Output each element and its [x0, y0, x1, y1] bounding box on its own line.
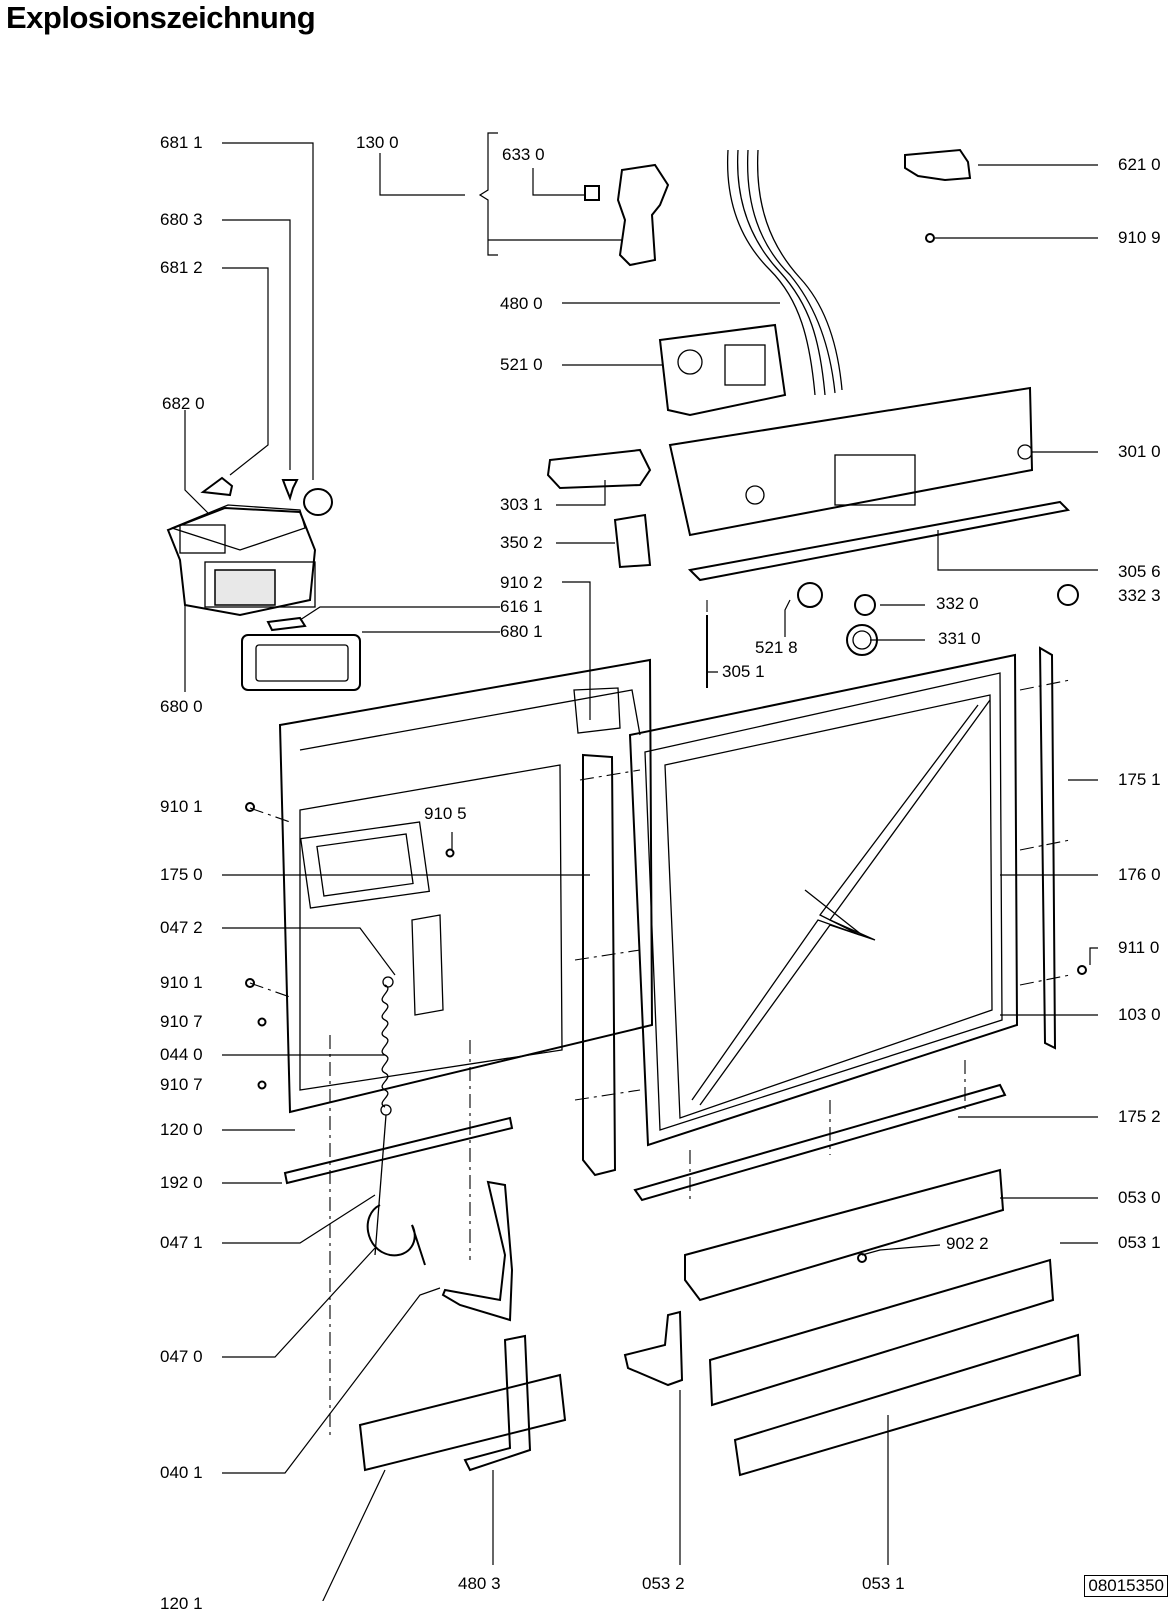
profile-053-1-upper — [708, 1258, 1055, 1407]
dispenser-assembly — [166, 504, 317, 617]
label-911-0: 911 0 — [1118, 938, 1160, 957]
label-633-0: 633 0 — [502, 145, 545, 164]
label-305-6: 305 6 — [1118, 562, 1161, 581]
screws — [245, 802, 1087, 1263]
label-053-0: 053 0 — [1118, 1188, 1161, 1207]
label-331-0: 331 0 — [938, 629, 981, 648]
screw-910-1-upper — [245, 802, 255, 812]
label-175-1: 175 1 — [1118, 770, 1161, 789]
knob-332-0 — [854, 594, 876, 616]
label-521-0: 521 0 — [500, 355, 543, 374]
label-053-1-right: 053 1 — [1118, 1233, 1161, 1252]
label-480-3: 480 3 — [458, 1574, 501, 1593]
drawing-number: 08015350 — [1084, 1575, 1168, 1597]
label-040-1: 040 1 — [160, 1463, 203, 1482]
cap-681-1 — [303, 488, 333, 516]
label-103-0: 103 0 — [1118, 1005, 1161, 1024]
label-682-0: 682 0 — [162, 394, 205, 413]
screw-911-0 — [1077, 965, 1087, 975]
label-175-0: 175 0 — [160, 865, 203, 884]
profile-053-1-lower — [733, 1333, 1082, 1477]
plinth-120-1 — [358, 1373, 567, 1472]
strip-305-6 — [687, 500, 1071, 582]
label-192-0: 192 0 — [160, 1173, 203, 1192]
label-480-0: 480 0 — [500, 294, 543, 313]
knob-521-8 — [797, 582, 823, 608]
screw-910-7-lower — [257, 1080, 267, 1090]
screw-910-1-lower — [245, 978, 255, 988]
label-047-1: 047 1 — [160, 1233, 203, 1252]
label-130-0: 130 0 — [356, 133, 399, 152]
label-681-1: 681 1 — [160, 133, 203, 152]
outer-door — [628, 653, 1019, 1147]
label-053-1-bottom: 053 1 — [862, 1574, 905, 1593]
handle-303-1 — [546, 448, 652, 490]
spring-044-0 — [374, 976, 394, 1256]
label-301-0: 301 0 — [1118, 442, 1161, 461]
leader-lines — [184, 132, 1098, 1601]
page-title: Explosionszeichnung — [6, 0, 316, 35]
bracket-910-2 — [573, 687, 621, 734]
label-521-8: 521 8 — [755, 638, 798, 657]
label-910-1-lower: 910 1 — [160, 973, 203, 992]
assembly-lines — [249, 600, 1071, 1435]
side-strip-175-0 — [582, 753, 617, 1177]
label-910-7-lower: 910 7 — [160, 1075, 203, 1094]
label-680-3: 680 3 — [160, 210, 203, 229]
side-strip-175-1 — [1038, 646, 1057, 1050]
label-681-2: 681 2 — [160, 258, 203, 277]
label-680-0: 680 0 — [160, 697, 203, 716]
label-910-5: 910 5 — [424, 804, 467, 823]
label-350-2: 350 2 — [500, 533, 543, 552]
switch-633-0 — [584, 185, 600, 201]
part-616-1 — [266, 616, 307, 632]
label-910-1-upper: 910 1 — [160, 797, 203, 816]
knob-332-3 — [1057, 584, 1079, 606]
gasket-680-1 — [241, 634, 361, 691]
inner-door — [278, 658, 654, 1114]
profile-053-0 — [684, 1168, 1005, 1302]
label-616-1: 616 1 — [500, 597, 543, 616]
label-305-1: 305 1 — [722, 662, 765, 681]
label-120-1: 120 1 — [160, 1594, 203, 1613]
screw-902-2 — [857, 1253, 867, 1263]
wiring-harness — [726, 149, 843, 396]
electronic-module — [658, 323, 787, 417]
hinge-047-0 — [366, 1204, 426, 1266]
label-053-2: 053 2 — [642, 1574, 685, 1593]
screw-910-5 — [445, 848, 455, 858]
label-910-2: 910 2 — [500, 573, 543, 592]
control-panel — [668, 386, 1034, 537]
label-332-3: 332 3 — [1118, 586, 1161, 605]
label-303-1: 303 1 — [500, 495, 543, 514]
rail-192-0 — [283, 1116, 514, 1185]
label-621-0: 621 0 — [1118, 155, 1161, 174]
bracket-130-0 — [616, 163, 670, 267]
relay-621-0 — [904, 148, 972, 182]
label-910-7-upper: 910 7 — [160, 1012, 203, 1031]
screw-910-7-upper — [257, 1017, 267, 1027]
label-680-1: 680 1 — [500, 622, 543, 641]
hinge-bracket-040-1 — [441, 1180, 514, 1322]
label-047-2: 047 2 — [160, 918, 203, 937]
screw-910-9 — [925, 233, 935, 243]
bracket-480-3 — [463, 1334, 532, 1472]
label-044-0: 044 0 — [160, 1045, 203, 1064]
bracket-053-2 — [623, 1310, 684, 1387]
rail-175-2 — [633, 1083, 1007, 1202]
label-910-9: 910 9 — [1118, 228, 1161, 247]
label-175-2: 175 2 — [1118, 1107, 1161, 1126]
label-120-0: 120 0 — [160, 1120, 203, 1139]
label-902-2: 902 2 — [946, 1234, 989, 1253]
part-350-2 — [613, 513, 652, 569]
clip-680-3 — [281, 479, 299, 502]
label-047-0: 047 0 — [160, 1347, 203, 1366]
label-176-0: 176 0 — [1118, 865, 1161, 884]
knob-331-0 — [846, 624, 878, 656]
clip-681-2 — [200, 476, 234, 497]
label-332-0: 332 0 — [936, 594, 979, 613]
